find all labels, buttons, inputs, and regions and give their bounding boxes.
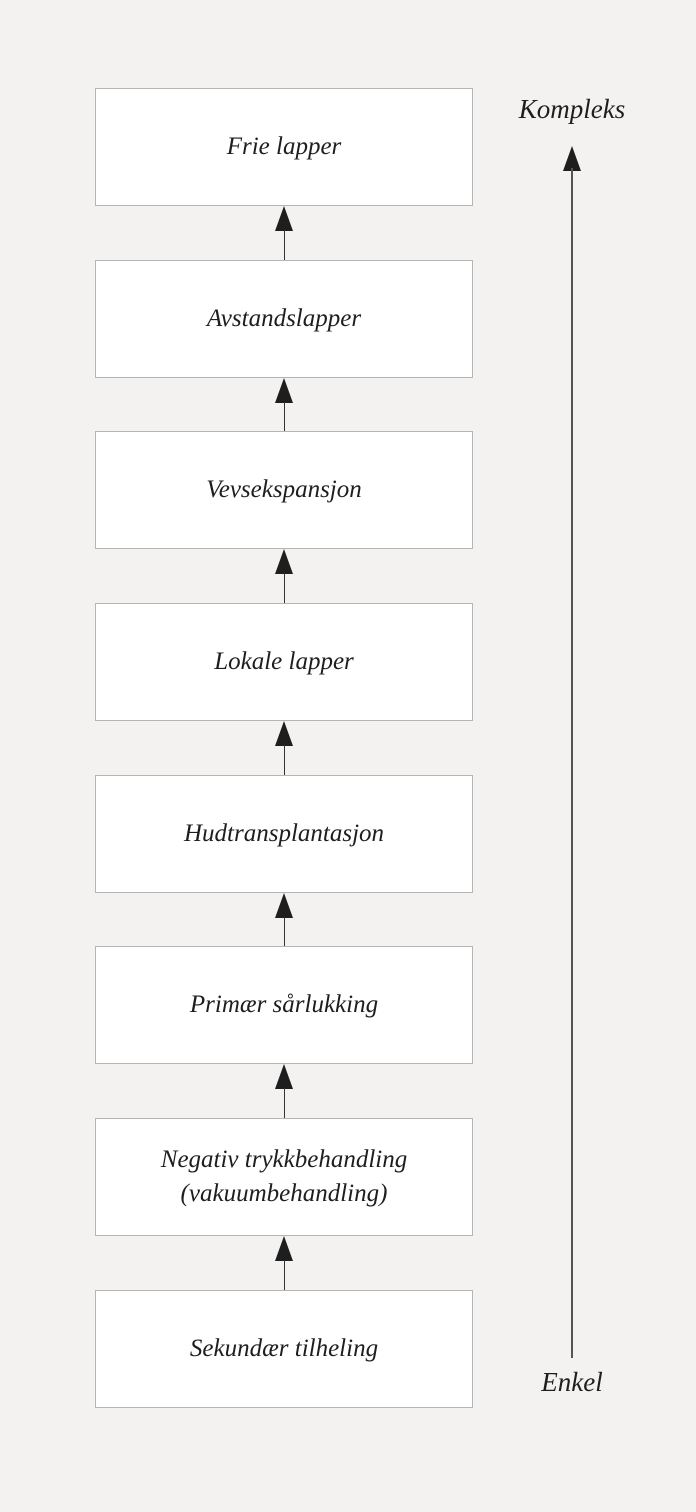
- axis-arrow-up-icon: [563, 146, 581, 171]
- step-label: Frie lapper: [226, 133, 342, 160]
- step-label: Avstandslapper: [206, 305, 362, 332]
- step-box-lokale-lapper: Lokale lapper: [95, 603, 473, 721]
- axis-line: [571, 168, 573, 1358]
- step-box-hudtransplantasjon: Hudtransplantasjon: [95, 775, 473, 893]
- step-box-negativ-trykkbehandling: Negativ trykkbehandling (vakuumbehandlin…: [95, 1118, 473, 1236]
- step-label: Vevsekspansjon: [206, 476, 362, 503]
- step-label: Lokale lapper: [214, 648, 354, 675]
- axis-top-label: Kompleks: [518, 94, 626, 124]
- step-label: Hudtransplantasjon: [183, 820, 385, 847]
- step-box-sekundaer-tilheling: Sekundær tilheling: [95, 1290, 473, 1408]
- step-box-avstandslapper: Avstandslapper: [95, 260, 473, 378]
- step-box-vevsekspansjon: Vevsekspansjon: [95, 431, 473, 549]
- step-box-frie-lapper: Frie lapper: [95, 88, 473, 206]
- step-label: Sekundær tilheling: [189, 1335, 379, 1362]
- step-box-primaer-sarlukking: Primær sårlukking: [95, 946, 473, 1064]
- step-label: Negativ trykkbehandling (vakuumbehandlin…: [160, 1146, 408, 1207]
- step-label: Primær sårlukking: [189, 991, 379, 1018]
- axis-bottom-label: Enkel: [541, 1367, 603, 1397]
